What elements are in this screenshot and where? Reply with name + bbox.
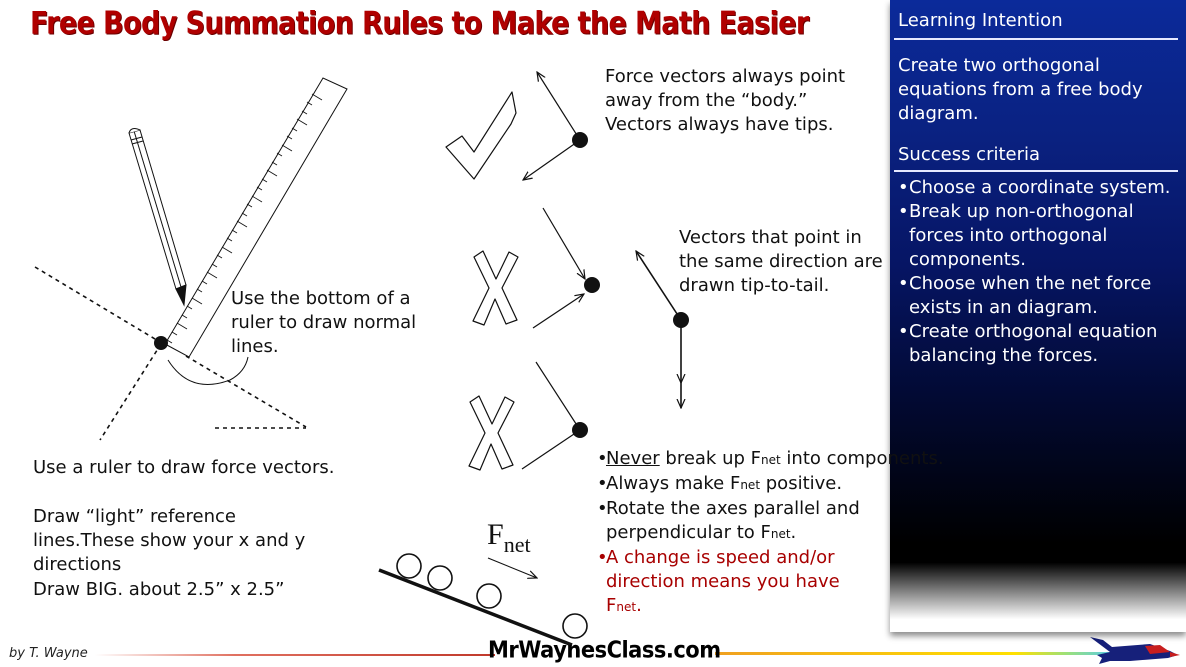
fnet-rule: Never break up Fnet into components. <box>597 447 944 472</box>
heading-rule <box>894 170 1178 172</box>
tip-draw-big: Draw BIG. about 2.5” x 2.5” <box>33 579 285 600</box>
incline-diagram <box>378 553 588 647</box>
tip-reference-lines: Draw “light” reference lines.These show … <box>33 506 306 575</box>
learning-panel: Learning Intention Create two orthogonal… <box>890 0 1186 632</box>
rocket-ship-icon <box>1090 637 1180 664</box>
rule-text-post: into components. <box>780 448 944 469</box>
author-credit: by T. Wayne <box>9 646 88 661</box>
footer-divider <box>95 652 1115 656</box>
rule-text: A change is speed and/or direction means… <box>606 547 840 616</box>
rule-sub: net <box>760 453 781 467</box>
page-title: Free Body Summation Rules to Make the Ma… <box>30 6 809 42</box>
fnet-rules-list: Never break up Fnet into components. Alw… <box>597 447 944 619</box>
fnet-subscript: net <box>503 532 531 557</box>
rule-away-from-body: Force vectors always point away from the… <box>605 66 846 135</box>
wrong-vectors-2 <box>521 361 588 470</box>
rule-sub: net <box>770 527 791 541</box>
ruler-icon <box>164 77 348 358</box>
x-icon <box>468 395 515 471</box>
rule-text: break up F <box>659 448 761 469</box>
rule-text-post: . <box>790 522 797 543</box>
ruler-caption: Use the bottom of a ruler to draw normal… <box>231 288 417 357</box>
site-link[interactable]: MrWaynesClass.com <box>488 636 721 664</box>
fnet-rule-warning: A change is speed and/or direction means… <box>597 546 881 619</box>
success-criteria-list: Choose a coordinate system. Break up non… <box>898 176 1180 368</box>
fnet-rule: Rotate the axes parallel and perpendicul… <box>597 497 868 546</box>
rule-tip-to-tail: Vectors that point in the same direction… <box>679 227 883 296</box>
criteria-item: Choose when the net force exists in an d… <box>898 272 1180 320</box>
rule-text: Rotate the axes parallel and perpendicul… <box>606 498 860 543</box>
learning-intention-text: Create two orthogonal equations from a f… <box>898 55 1143 124</box>
fnet-rule: Always make Fnet positive. <box>597 472 944 497</box>
fnet-label: Fnet <box>487 518 531 557</box>
check-icon <box>445 91 517 180</box>
tip-to-tail-vectors <box>636 251 689 408</box>
rule-sub: net <box>740 478 761 492</box>
heading-rule <box>894 38 1178 40</box>
fnet-symbol: F <box>487 518 504 551</box>
wrong-vectors-1 <box>532 207 600 329</box>
rule-text: Always make F <box>606 473 741 494</box>
x-icon <box>472 250 519 326</box>
criteria-item: Break up non-orthogonal forces into orth… <box>898 200 1180 272</box>
reference-lines <box>34 266 307 441</box>
criteria-item: Create orthogonal equation balancing the… <box>898 320 1180 368</box>
correct-vectors <box>523 72 588 180</box>
rule-sub: net <box>616 600 637 614</box>
learning-intention-heading: Learning Intention <box>898 10 1063 31</box>
criteria-item: Choose a coordinate system. <box>898 176 1180 200</box>
success-criteria-heading: Success criteria <box>898 144 1041 165</box>
pencil-icon <box>128 128 187 307</box>
tip-ruler: Use a ruler to draw force vectors. <box>33 457 335 478</box>
emphasis-never: Never <box>606 448 660 469</box>
body-dot <box>154 336 168 350</box>
rule-text-post: positive. <box>760 473 843 494</box>
right-angle-arc <box>167 356 249 385</box>
rule-text-post: . <box>636 595 642 616</box>
